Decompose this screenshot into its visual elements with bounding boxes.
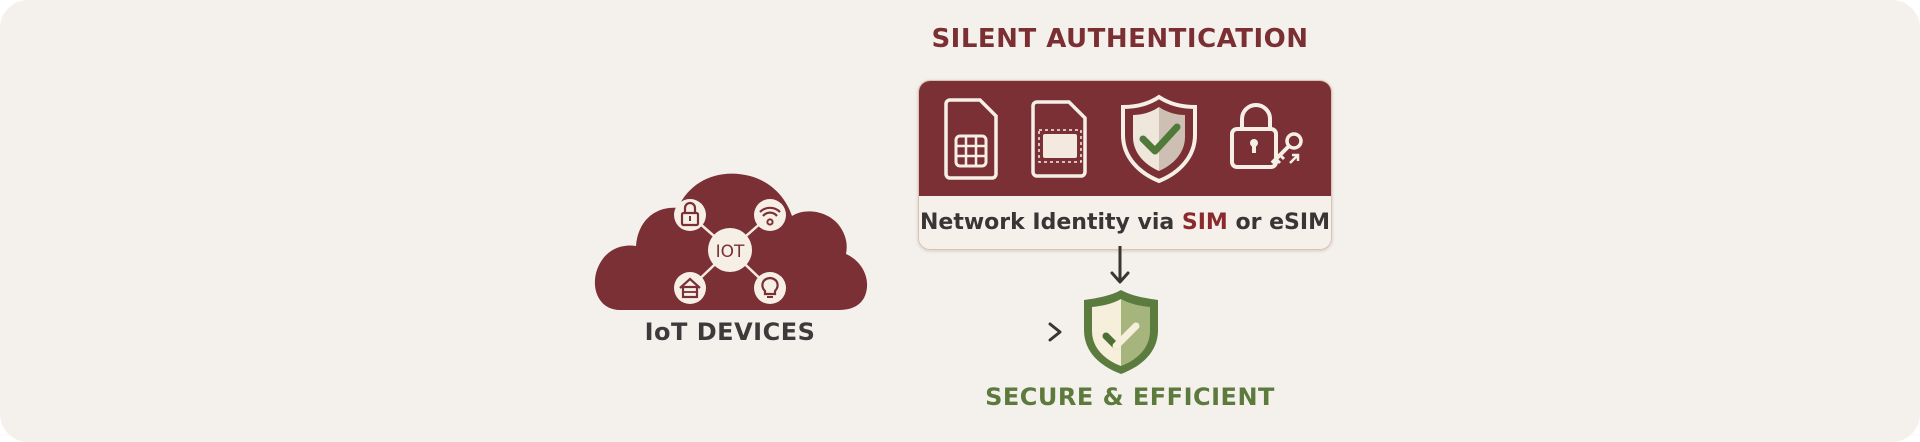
iot-hub-label: IOT (716, 242, 745, 262)
lock-icon (674, 199, 706, 231)
shield-check-icon (1121, 94, 1198, 183)
home-icon (674, 272, 706, 304)
auth-panel: Network Identity via SIM or eSIM (918, 80, 1332, 250)
secure-shield-icon (1084, 290, 1158, 374)
caption-prefix: Network Identity via (920, 210, 1182, 235)
auth-to-secure-arrow (1110, 246, 1130, 284)
secure-efficient-label: SECURE & EFFICIENT (985, 383, 1275, 411)
caption-suffix: or eSIM (1227, 210, 1330, 235)
iot-hub (708, 228, 752, 272)
iot-devices-label: IoT DEVICES (644, 318, 816, 346)
iot-network: IOT (674, 199, 786, 304)
sim-card-icon (944, 97, 998, 180)
diagram-title: SILENT AUTHENTICATION (931, 24, 1309, 54)
wifi-icon (754, 199, 786, 231)
iot-cloud: IOT (594, 173, 868, 310)
caption-highlight: SIM (1181, 210, 1228, 235)
auth-caption: Network Identity via SIM or eSIM (919, 196, 1331, 249)
lock-key-icon (1229, 102, 1303, 169)
esim-chip-icon (1031, 99, 1087, 178)
iot-to-secure-arrow (840, 322, 1062, 342)
auth-icon-row (919, 81, 1331, 196)
lightbulb-icon (754, 272, 786, 304)
